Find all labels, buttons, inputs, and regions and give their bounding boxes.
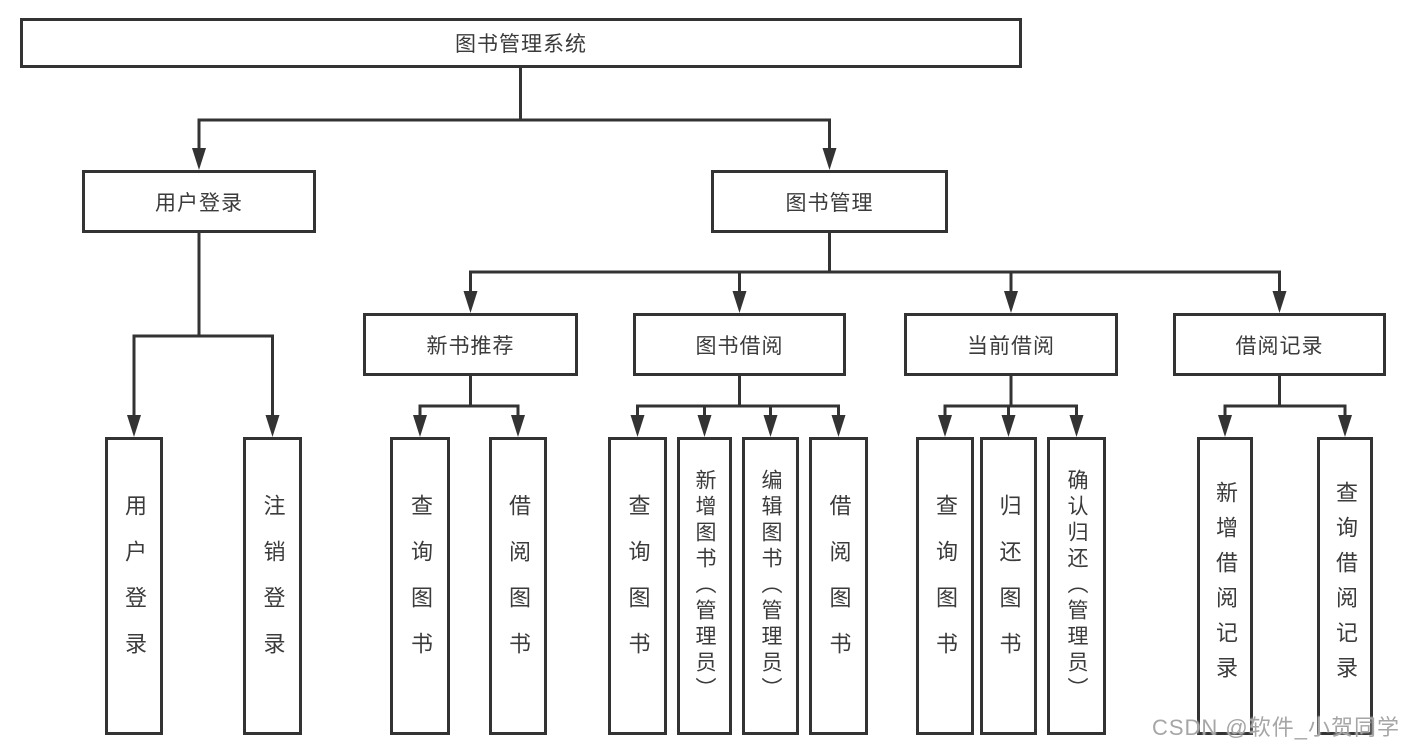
leaf-current-search-books: 查询图书 (916, 437, 974, 735)
leaf-label: 查询图书 (933, 494, 958, 678)
leaf-label: 归还图书 (996, 494, 1022, 678)
leaf-label: 新增借阅记录 (1213, 481, 1238, 691)
leaf-current-confirm-return-admin: 确认归还（管理员） (1047, 437, 1106, 735)
node-label: 用户登录 (155, 191, 243, 215)
leaf-logout-login: 注销登录 (243, 437, 302, 735)
node-label: 借阅记录 (1235, 334, 1324, 358)
node-book-borrowing: 图书借阅 (633, 313, 846, 376)
node-new-book-recommendation: 新书推荐 (363, 313, 578, 376)
node-label: 图书管理系统 (455, 33, 587, 56)
leaf-current-return-books: 归还图书 (980, 437, 1037, 735)
node-label: 新书推荐 (426, 334, 515, 358)
leaf-label: 注销登录 (260, 494, 286, 678)
node-book-management: 图书管理 (711, 170, 948, 233)
node-label: 当前借阅 (967, 334, 1055, 358)
leaf-label: 新增图书（管理员） (693, 469, 716, 703)
leaf-label: 查询借阅记录 (1333, 481, 1358, 691)
leaf-label: 确认归还（管理员） (1065, 469, 1088, 703)
node-user-login: 用户登录 (82, 170, 316, 233)
leaf-borrow-search-books: 查询图书 (608, 437, 667, 735)
leaf-recommend-borrow-books: 借阅图书 (489, 437, 547, 735)
leaf-label: 查询图书 (625, 494, 651, 678)
leaf-label: 查询图书 (408, 494, 433, 678)
leaf-label: 借阅图书 (506, 494, 531, 678)
node-current-borrowing: 当前借阅 (904, 313, 1118, 376)
leaf-records-search-record: 查询借阅记录 (1317, 437, 1373, 735)
leaf-label: 用户登录 (122, 494, 147, 678)
csdn-watermark: CSDN @软件_小贺同学 (1151, 715, 1400, 740)
node-borrowing-records: 借阅记录 (1173, 313, 1386, 376)
leaf-records-add-record: 新增借阅记录 (1197, 437, 1253, 735)
leaf-borrow-add-books-admin: 新增图书（管理员） (677, 437, 732, 735)
leaf-label: 编辑图书（管理员） (759, 469, 782, 703)
leaf-label: 借阅图书 (826, 494, 852, 678)
leaf-user-login: 用户登录 (105, 437, 163, 735)
leaf-recommend-search-books: 查询图书 (390, 437, 450, 735)
node-label: 图书管理 (785, 191, 874, 215)
node-library-management-system: 图书管理系统 (20, 18, 1022, 68)
node-label: 图书借阅 (695, 334, 784, 358)
leaf-borrow-borrow-books: 借阅图书 (809, 437, 868, 735)
leaf-borrow-edit-books-admin: 编辑图书（管理员） (742, 437, 799, 735)
